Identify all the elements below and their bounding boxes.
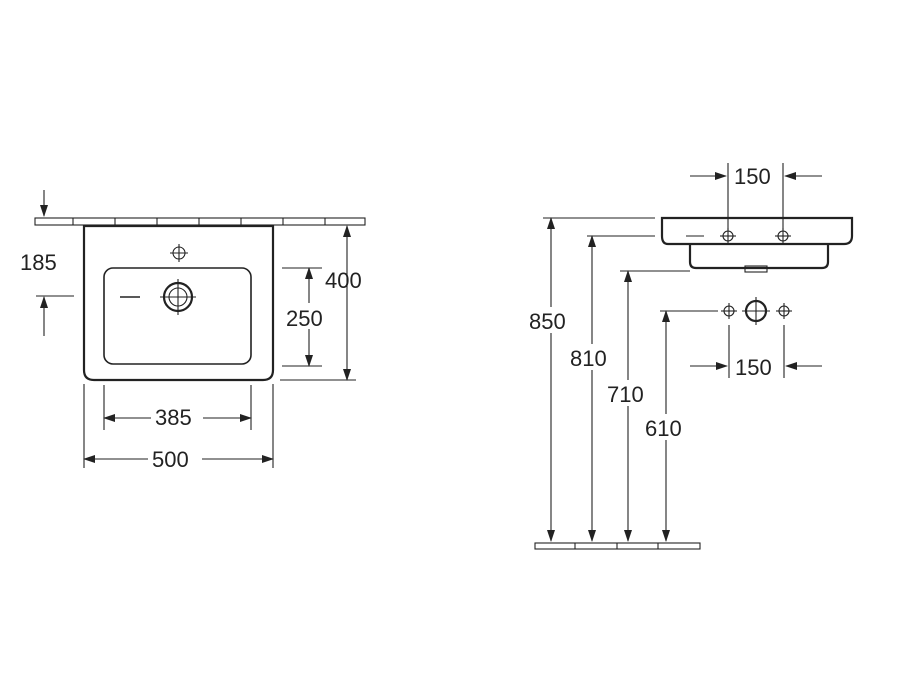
side-view: 150 150 xyxy=(527,163,854,550)
dim-150-bottom-label: 150 xyxy=(735,355,772,380)
dim-250-label: 250 xyxy=(286,306,323,331)
sink-profile xyxy=(660,216,854,273)
tap-hole-right-icon xyxy=(775,228,791,244)
dim-400-label: 400 xyxy=(325,268,362,293)
top-view: 185 400 250 385 xyxy=(20,190,366,472)
dimension-depth: 400 xyxy=(280,225,362,381)
dimension-610: 610 xyxy=(643,310,695,542)
tap-hole-icon xyxy=(170,244,188,262)
dimension-850: 850 xyxy=(527,217,579,542)
dim-185-label: 185 xyxy=(20,250,57,275)
dim-610-label: 610 xyxy=(645,416,682,441)
dim-810-label: 810 xyxy=(570,346,607,371)
sink-outline-top xyxy=(82,224,275,382)
drain-icon xyxy=(160,279,196,315)
dimension-710: 710 xyxy=(605,270,657,542)
tap-hole-left-icon xyxy=(720,228,736,244)
dim-500-label: 500 xyxy=(152,447,189,472)
dim-150-top-label: 150 xyxy=(734,164,771,189)
dimension-810: 810 xyxy=(568,235,620,542)
dimension-wall-offset: 185 xyxy=(20,190,74,336)
bowl-outline xyxy=(103,267,252,365)
dimension-bowl-depth: 250 xyxy=(282,267,334,367)
dimension-connection-spacing: 150 xyxy=(690,325,822,380)
dim-850-label: 850 xyxy=(529,309,566,334)
dim-710-label: 710 xyxy=(607,382,644,407)
connection-left-icon xyxy=(721,303,737,319)
dimension-tap-spacing: 150 xyxy=(690,163,822,230)
connection-right-icon xyxy=(776,303,792,319)
wall-hatch-top xyxy=(34,217,366,226)
floor-hatch xyxy=(534,542,701,550)
connection-drain-icon xyxy=(742,297,770,325)
dim-385-label: 385 xyxy=(155,405,192,430)
dimension-total-width: 500 xyxy=(83,384,274,472)
dimension-bowl-width: 385 xyxy=(103,385,252,430)
